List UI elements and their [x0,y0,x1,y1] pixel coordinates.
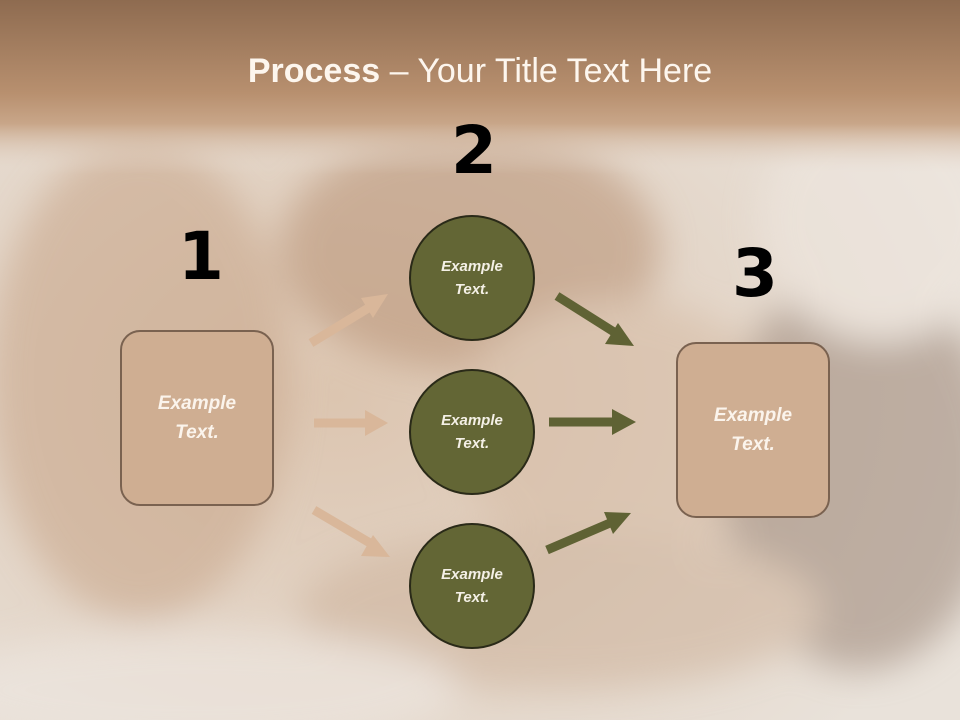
step-3-box: Example Text. [676,342,830,518]
step-2-circle-bottom-text: Example Text. [441,566,503,606]
step-number-3: 3 [732,235,778,312]
step-1-box: Example Text. [120,330,274,506]
step-number-2: 2 [451,112,497,189]
step-2-circle-bottom: Example Text. [409,523,535,649]
step-3-text: Example Text. [713,405,793,455]
title-bold: Process [247,52,381,90]
step-2-circle-middle: Example Text. [409,369,535,495]
step-2-circle-top-text: Example Text. [441,258,503,298]
page-title: Process – Your Title Text Here [0,52,960,91]
step-1-text: Example Text. [157,393,237,443]
step-2-circle-middle-text: Example Text. [441,412,503,452]
step-number-1: 1 [178,218,224,295]
step-2-circle-top: Example Text. [409,215,535,341]
title-rest: – Your Title Text Here [380,52,713,90]
